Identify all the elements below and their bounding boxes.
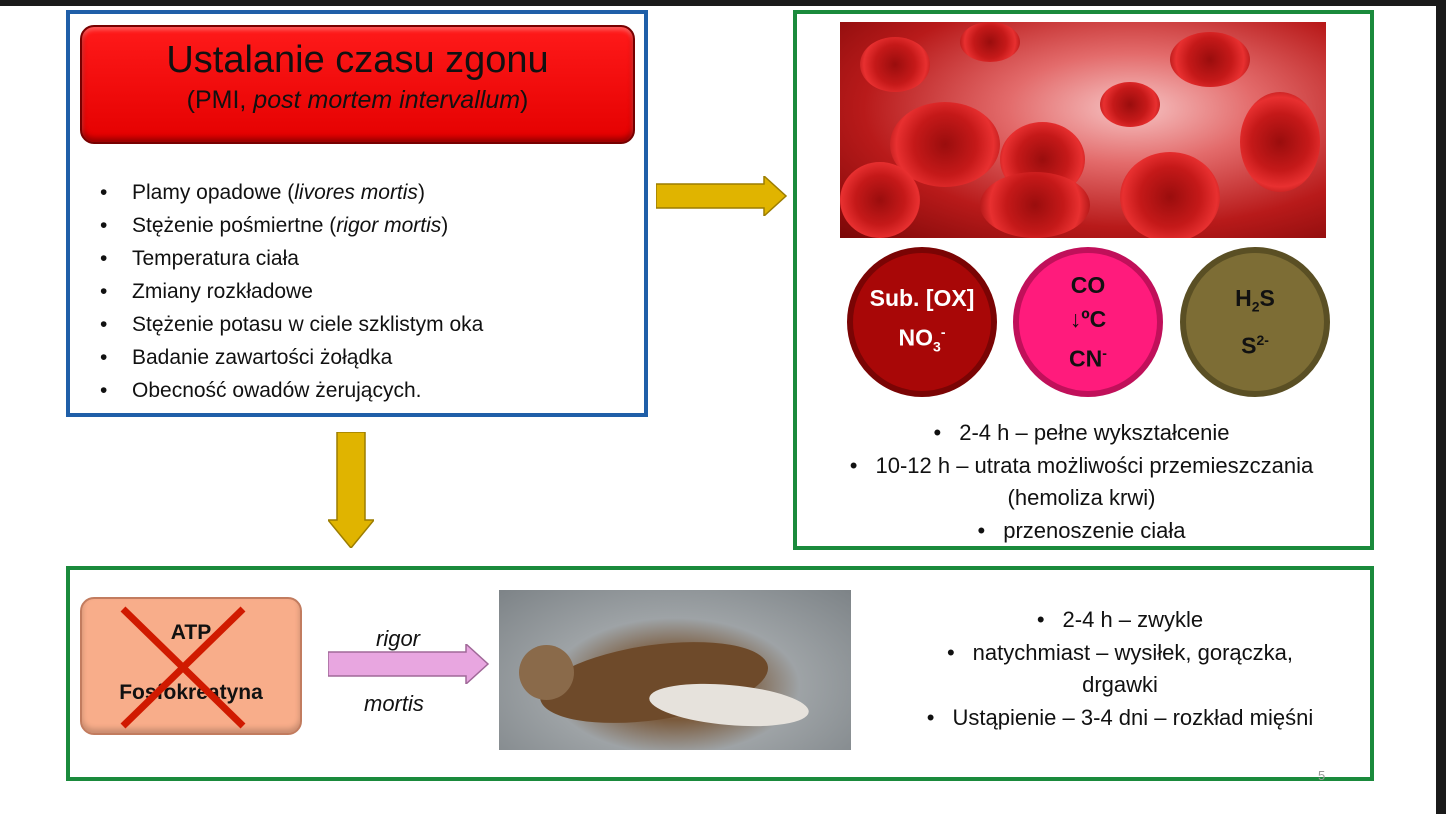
title-box: Ustalanie czasu zgonu (PMI, post mortem … bbox=[80, 25, 635, 144]
list-item: Ustąpienie – 3-4 dni – rozkład mięśni bbox=[870, 702, 1370, 735]
list-item-continued: drgawki bbox=[1082, 672, 1158, 697]
page-number: 5 bbox=[1318, 768, 1326, 783]
list-item: Badanie zawartości żołądka bbox=[100, 341, 483, 374]
livor-notes: 2-4 h – pełne wykształcenie 10-12 h – ut… bbox=[795, 417, 1368, 547]
arrow-right-yellow-icon bbox=[656, 176, 788, 216]
list-item: Temperatura ciała bbox=[100, 242, 483, 275]
subtitle-prefix: (PMI, bbox=[186, 86, 254, 114]
list-item: natychmiast – wysiłek, gorączka, bbox=[870, 637, 1370, 670]
hydrogen-sulfide-circle: H2S S2- bbox=[1180, 247, 1330, 397]
mortis-label: mortis bbox=[364, 691, 424, 716]
list-item: 2-4 h – pełne wykształcenie bbox=[795, 417, 1368, 450]
list-item: Zmiany rozkładowe bbox=[100, 275, 483, 308]
list-item: Obecność owadów żerujących. bbox=[100, 374, 483, 407]
rigor-notes: 2-4 h – zwykle natychmiast – wysiłek, go… bbox=[870, 604, 1370, 734]
list-item: Plamy opadowe (livores mortis) bbox=[100, 176, 483, 209]
slide: Ustalanie czasu zgonu (PMI, post mortem … bbox=[0, 6, 1436, 814]
list-item: Stężenie potasu w ciele szklistym oka bbox=[100, 308, 483, 341]
livor-mortis-panel bbox=[793, 10, 1374, 550]
list-item: przenoszenie ciała bbox=[795, 515, 1368, 548]
cross-out-icon bbox=[120, 606, 246, 729]
list-item-continued: (hemoliza krwi) bbox=[1007, 485, 1156, 510]
red-blood-cells-image bbox=[840, 22, 1326, 238]
rigor-mortis-panel bbox=[66, 566, 1374, 781]
carbon-monoxide-circle: CO ↓ºC CN- bbox=[1013, 247, 1163, 397]
page-subtitle: (PMI, post mortem intervallum) bbox=[82, 86, 633, 115]
arrow-down-yellow-icon bbox=[328, 432, 374, 548]
methods-panel bbox=[66, 10, 648, 417]
dead-bird-photo bbox=[499, 590, 851, 750]
atp-label: ATP bbox=[170, 621, 212, 644]
list-item: 10-12 h – utrata możliwości przemieszcza… bbox=[795, 450, 1368, 483]
list-item: 2-4 h – zwykle bbox=[870, 604, 1370, 637]
oxidizing-substances-circle: Sub. [OX] NO3- bbox=[847, 247, 997, 397]
subtitle-suffix: ) bbox=[520, 86, 529, 114]
rigor-label: rigor bbox=[376, 626, 421, 651]
subtitle-italic: post mortem intervallum bbox=[253, 86, 521, 114]
page-title: Ustalanie czasu zgonu bbox=[166, 39, 549, 81]
arrow-right-pink-icon bbox=[328, 644, 490, 684]
list-item: Stężenie pośmiertne (rigor mortis) bbox=[100, 209, 483, 242]
methods-list: Plamy opadowe (livores mortis) Stężenie … bbox=[100, 176, 483, 407]
